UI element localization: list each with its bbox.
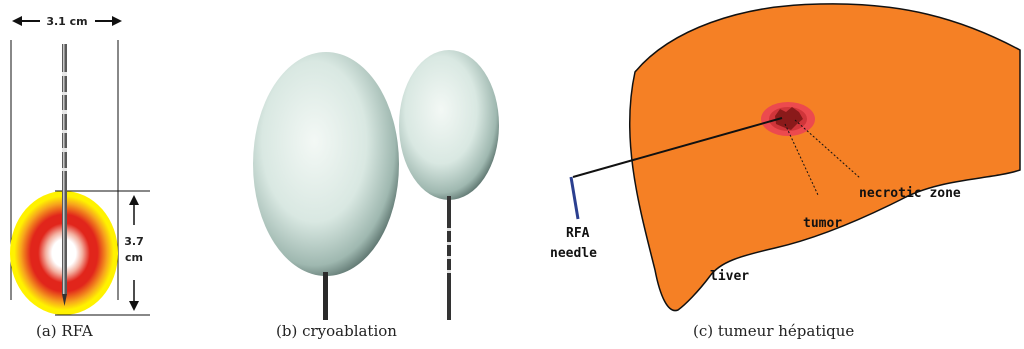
cryoprobe-left <box>323 272 328 320</box>
needle-label-line1: RFA <box>566 226 590 241</box>
width-label: 3.1 cm <box>46 15 87 28</box>
panel-rfa: 3.1 cm 3.7 cm (a) RFA <box>0 0 150 349</box>
width-arrow-right-head <box>112 16 122 26</box>
rfa-needle-handle <box>571 177 578 219</box>
caption-rfa: (a) RFA <box>36 322 93 340</box>
iceball-large <box>253 52 399 276</box>
iceball-small <box>399 50 499 200</box>
panel-cryoablation: (b) cryoablation <box>240 0 520 349</box>
height-label-unit: cm <box>125 251 143 264</box>
height-label-number: 3.7 <box>124 235 144 248</box>
liver-diagram: RFA needle tumor necrotic zone liver <box>520 0 1024 320</box>
necrotic-label: necrotic zone <box>859 186 961 201</box>
liver-label: liver <box>710 269 749 284</box>
liver-shape <box>630 4 1020 311</box>
tumor-label: tumor <box>803 216 842 231</box>
caption-liver: (c) tumeur hépatique <box>693 322 854 340</box>
rfa-diagram: 3.1 cm 3.7 cm <box>0 0 150 320</box>
caption-cryoablation: (b) cryoablation <box>276 322 397 340</box>
cryoablation-image <box>240 0 520 320</box>
width-arrow-left-head <box>12 16 22 26</box>
needle-label-line2: needle <box>550 246 597 261</box>
panel-liver: RFA needle tumor necrotic zone liver (c)… <box>520 0 1024 349</box>
